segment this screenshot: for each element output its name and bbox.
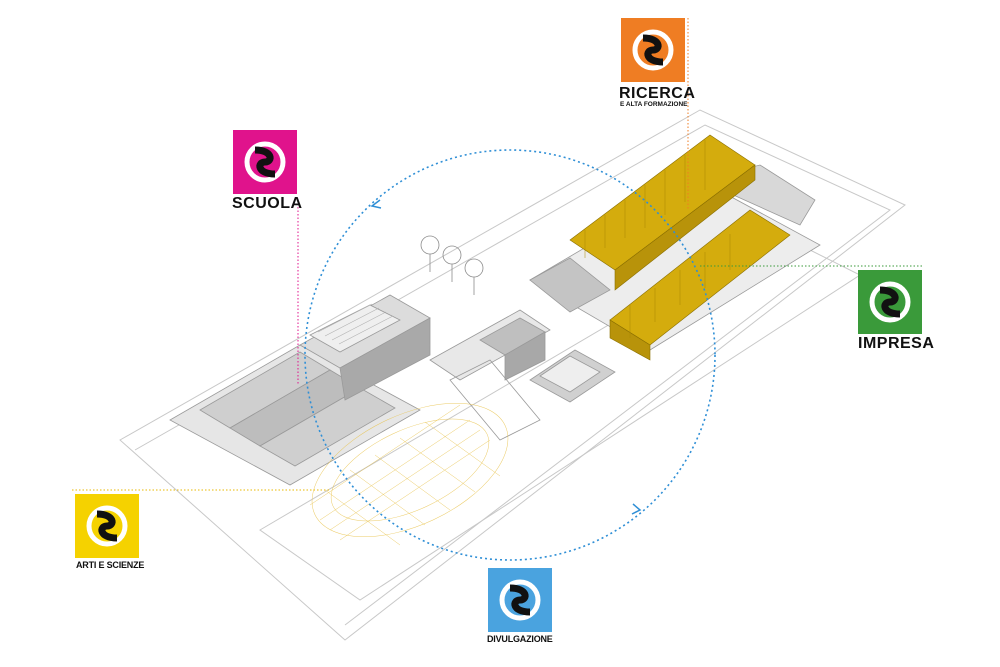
arti-grid-installation	[309, 403, 509, 546]
s-monogram-logo-icon	[488, 568, 552, 632]
ricerca-label: RICERCA	[619, 85, 696, 102]
arti-badge	[75, 494, 139, 558]
s-monogram-logo-icon	[858, 270, 922, 334]
ricerca-badge	[621, 18, 685, 82]
scuola-label: SCUOLA	[232, 195, 303, 212]
highlight-volumes	[569, 134, 791, 361]
building-center	[429, 309, 616, 441]
ricerca-sublabel: E ALTA FORMAZIONE	[620, 101, 688, 108]
cycle-arrows	[304, 149, 716, 561]
leader-lines	[72, 18, 922, 491]
trees	[420, 235, 484, 295]
s-monogram-logo-icon	[233, 130, 297, 194]
building-scuola	[169, 294, 431, 486]
divulgazione-badge	[488, 568, 552, 632]
arti-label: ARTI E SCIENZE	[76, 560, 145, 570]
impresa-label: IMPRESA	[858, 335, 935, 352]
scuola-badge	[233, 130, 297, 194]
divulgazione-label: DIVULGAZIONE	[487, 634, 553, 644]
s-monogram-logo-icon	[621, 18, 685, 82]
impresa-badge	[858, 270, 922, 334]
s-monogram-logo-icon	[75, 494, 139, 558]
